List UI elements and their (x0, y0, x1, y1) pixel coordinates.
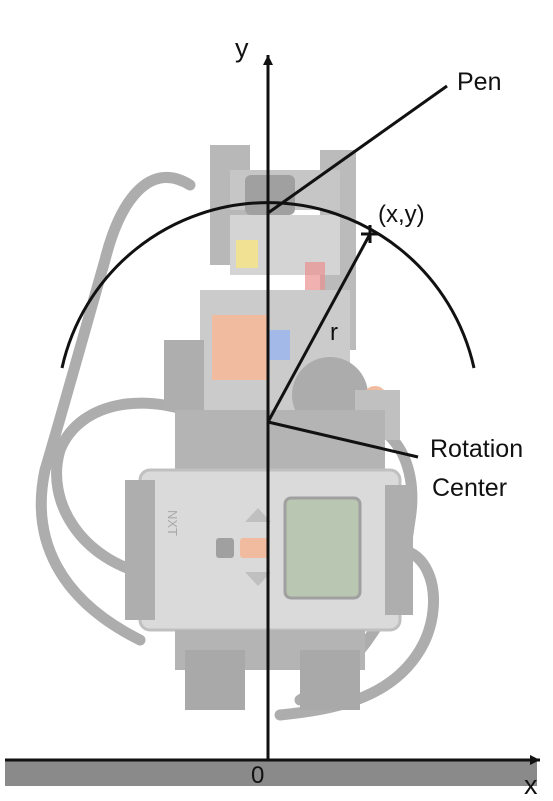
right-wheel (300, 650, 360, 710)
nxt-logo: NXT (165, 510, 180, 536)
nxt-down-button (245, 572, 271, 586)
cable-left-inner (51, 397, 216, 581)
x-axis-label: x (524, 770, 538, 800)
left-wheel (185, 650, 245, 710)
robot-illustration: NXT (35, 145, 439, 721)
lower-frame (175, 410, 385, 470)
y-axis-label: y (235, 33, 249, 63)
nxt-right-side (385, 485, 413, 615)
nxt-screen (283, 496, 362, 600)
point-marker (361, 225, 379, 243)
radius-label: r (330, 319, 338, 346)
point-label: (x,y) (378, 201, 425, 228)
radius-line (266, 233, 372, 423)
rotation-center-label-line2: Center (432, 474, 507, 502)
pen-label: Pen (457, 68, 501, 96)
nxt-left-button (216, 538, 234, 558)
nxt-up-button (245, 508, 271, 522)
yellow-part (236, 240, 258, 268)
rotation-center-leader-line (267, 420, 419, 459)
nxt-left-side (125, 480, 155, 620)
origin-label: 0 (251, 762, 264, 789)
orange-part (212, 315, 267, 380)
cable-left-outer (35, 172, 196, 646)
ground-strip (5, 760, 537, 786)
nxt-center-button (240, 538, 268, 558)
pen-holder (245, 175, 295, 215)
rotation-center-label-line1: Rotation (430, 435, 523, 463)
rotation-arc (60, 201, 476, 369)
left-gear-block (164, 340, 204, 410)
blue-part (268, 330, 290, 360)
pen-leader-line (267, 84, 448, 215)
